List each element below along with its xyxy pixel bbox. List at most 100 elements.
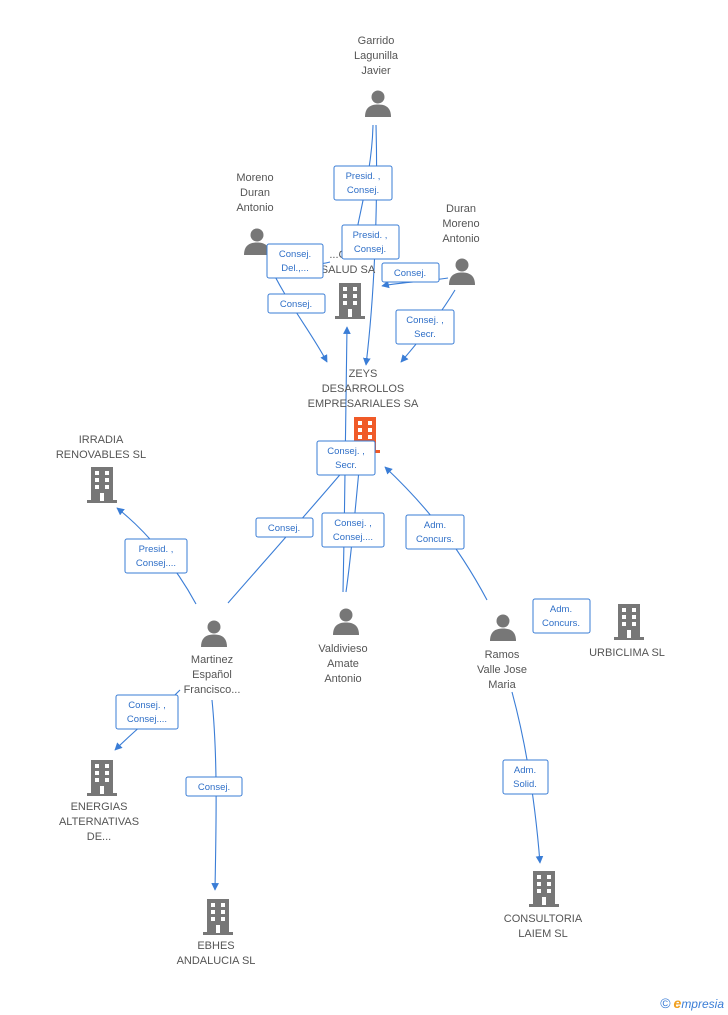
node-label-line: Moreno [442,218,479,230]
company-node-zeys-main[interactable]: ZEYS DESARROLLOS EMPRESARIALES SA [308,368,419,453]
node-label-line: RENOVABLES SL [56,449,146,461]
edge-label-line: Concurs. [416,534,454,545]
edge-label-line: Consej. [280,299,312,310]
empresia-logo: empresia [674,995,724,1011]
person-icon [365,90,391,117]
person-node-valdivieso[interactable]: Valdivieso Amate Antonio [318,608,368,686]
person-icon [490,614,516,641]
building-icon [529,871,559,907]
edge-label-martinez-zeys[interactable]: Consej. [255,517,314,538]
edge-label-duran-zeys[interactable]: Consej. , Secr. [395,309,455,345]
building-icon [87,467,117,503]
building-icon [614,604,644,640]
node-label-line: Ramos [485,649,520,661]
empresia-watermark[interactable]: © empresia [660,995,724,1011]
building-icon [87,760,117,796]
edge-label-line: Consej.... [127,714,167,725]
logo-text: mpresia [681,997,724,1011]
edge-label-line: Consej. , [334,518,372,529]
edge-label-valdivieso-tecni[interactable]: Consej. , Secr. [316,440,376,476]
edge-label-moreno-tecni[interactable]: Consej. Del.,... [266,243,324,279]
node-label-line: SALUD SA [321,264,376,276]
node-label-line: ALTERNATIVAS [59,816,139,828]
company-node-consultoria[interactable]: CONSULTORIA LAIEM SL [504,871,583,940]
building-icon [203,899,233,935]
node-label-line: Amate [327,658,359,670]
company-node-irradia[interactable]: IRRADIA RENOVABLES SL [56,434,146,503]
edge-label-line: Consej.... [136,558,176,569]
node-label-line: EBHES [197,940,234,952]
person-node-martinez[interactable]: Martinez Español Francisco... [184,620,241,697]
edge-label-line: Consej. [198,782,230,793]
edge-label-duran-tecni[interactable]: Consej. [381,262,440,283]
node-label-line: Duran [240,187,270,199]
edge-label-valdivieso-zeys[interactable]: Consej. , Consej.... [321,512,385,548]
person-icon [201,620,227,647]
edge-label-line: Consej. [268,523,300,534]
edge-label-line: Adm. [514,765,536,776]
person-node-duran[interactable]: Duran Moreno Antonio [442,203,480,285]
edge-label-line: Consej. , [128,700,166,711]
edge-label-line: Consej. , [327,446,365,457]
edge-label-line: Consej. [279,249,311,260]
node-label-line: Duran [446,203,476,215]
person-icon [333,608,359,635]
node-label-line: Moreno [236,172,273,184]
edge-label-line: Presid. , [353,230,388,241]
node-label-line: CONSULTORIA [504,913,583,925]
edge-label-martinez-energias[interactable]: Consej. , Consej.... [115,694,179,730]
edge-label-line: Del.,... [281,263,308,274]
person-node-garrido[interactable]: Garrido Lagunilla Javier [354,35,399,117]
node-label-line: ANDALUCIA SL [177,955,256,967]
company-node-urbiclima[interactable]: URBICLIMA SL [589,604,665,659]
edge-label-martinez-ebhes[interactable]: Consej. [185,776,243,797]
edge-label-ramos-consultoria[interactable]: Adm. Solid. [502,759,549,795]
node-label-line: DE... [87,831,111,843]
edge-label-ramos-urbiclima[interactable]: Adm. Concurs. [532,598,591,634]
edge-label-line: Consej. , [406,315,444,326]
building-icon [335,283,365,319]
edge-label-line: Concurs. [542,618,580,629]
edge-label-line: Secr. [414,329,436,340]
logo-initial: e [673,995,682,1011]
edge-label-line: Adm. [424,520,446,531]
company-node-energias[interactable]: ENERGIAS ALTERNATIVAS DE... [59,760,139,843]
node-label-line: Garrido [358,35,395,47]
person-icon [244,228,270,255]
node-label-line: EMPRESARIALES SA [308,398,419,410]
edge-label-garrido-tecni[interactable]: Presid. , Consej. [333,165,393,201]
edge-label-line: Adm. [550,604,572,615]
edge-label-line: Solid. [513,779,537,790]
node-label-line: Francisco... [184,684,241,696]
edge-label-line: Consej. [394,268,426,279]
node-label-line: Valdivieso [318,643,367,655]
person-node-ramos[interactable]: Ramos Valle Jose Maria [477,614,527,692]
edge-label-line: Consej. [347,185,379,196]
copyright-symbol: © [660,995,671,1011]
person-node-moreno[interactable]: Moreno Duran Antonio [236,172,274,255]
edge-label-martinez-irradia[interactable]: Presid. , Consej.... [124,538,188,574]
edge-label-garrido-zeys[interactable]: Presid. , Consej. [341,224,400,260]
node-label-line: Valle Jose [477,664,527,676]
node-label-line: ZEYS [349,368,378,380]
edge-label-ramos-zeys[interactable]: Adm. Concurs. [405,514,465,550]
node-label-line: Antonio [236,202,273,214]
node-label-line: DESARROLLOS [322,383,405,395]
node-label-line: Maria [488,679,516,691]
node-label-line: Martinez [191,654,233,666]
node-label-line: Antonio [324,673,361,685]
node-label-line: Lagunilla [354,50,399,62]
node-label-line: IRRADIA [79,434,124,446]
node-label-line: LAIEM SL [518,928,568,940]
edge-label-line: Secr. [335,460,357,471]
edge-label-moreno-zeys[interactable]: Consej. [267,293,326,314]
edge-label-line: Presid. , [139,544,174,555]
edge-label-line: Consej. [354,244,386,255]
person-icon [449,258,475,285]
node-label-line: Español [192,669,232,681]
edge-label-line: Presid. , [346,171,381,182]
company-node-ebhes[interactable]: EBHES ANDALUCIA SL [177,899,256,967]
node-label-line: ENERGIAS [71,801,128,813]
edge-label-line: Consej.... [333,532,373,543]
